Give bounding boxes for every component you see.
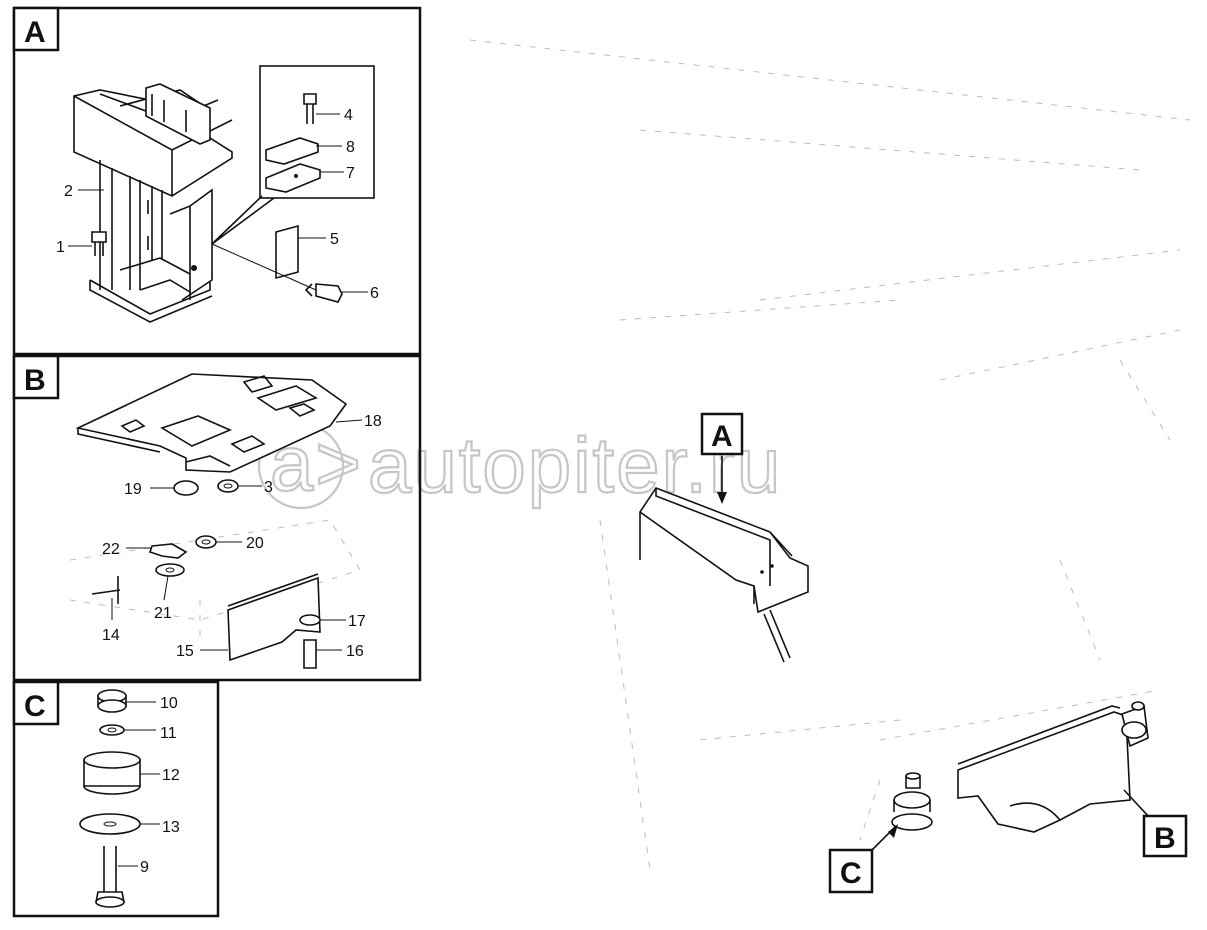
bolt-9-drawing	[95, 846, 125, 908]
part-label-6: 6	[370, 285, 379, 302]
cap-19-drawing	[173, 480, 199, 496]
part-label-8: 8	[346, 139, 355, 156]
bracket-14-drawing	[91, 576, 121, 604]
overview-faint-outline	[469, 39, 1191, 871]
overview-console-drawing	[638, 487, 809, 663]
part-label-5: 5	[330, 231, 339, 248]
console-assembly-drawing	[73, 83, 233, 323]
screw-6-drawing	[315, 283, 343, 303]
clip-22-drawing	[148, 543, 188, 559]
part-label-11: 11	[160, 725, 177, 742]
part-label-3: 3	[264, 479, 273, 496]
overview-letter-c-box	[828, 848, 874, 894]
vehicle-overview: A B C	[638, 412, 1188, 894]
washer-13-drawing	[79, 813, 141, 835]
part-label-17: 17	[348, 613, 366, 630]
panel-c-letter-box	[12, 680, 60, 726]
part-label-12: 12	[162, 767, 180, 784]
washer-3-drawing	[217, 479, 239, 493]
part-label-18: 18	[364, 413, 382, 430]
washer-17-drawing	[299, 614, 321, 626]
panel-b: B 18	[12, 354, 422, 682]
overview-letter-b-box	[1142, 814, 1188, 858]
panel-c-letter: C	[24, 690, 46, 723]
panel-a: A	[12, 6, 422, 356]
overview-mount-drawing	[891, 772, 933, 831]
bolt-4-drawing	[303, 93, 317, 124]
overview-letter-a-box	[700, 412, 744, 456]
part-label-2: 2	[64, 183, 73, 200]
part-label-7: 7	[346, 165, 355, 182]
panel-b-letter-box	[12, 354, 60, 400]
detail-leader	[211, 195, 275, 245]
plate-5-drawing	[275, 224, 299, 280]
part-label-14: 14	[102, 627, 120, 644]
overview-letter-c: C	[840, 857, 862, 890]
overview-letter-b: B	[1154, 822, 1176, 855]
bolt-1-drawing	[91, 231, 107, 256]
part-label-9: 9	[140, 859, 149, 876]
part-label-22: 22	[102, 541, 120, 558]
part-label-13: 13	[162, 819, 180, 836]
panel-a-letter: A	[24, 16, 46, 49]
part-label-15: 15	[176, 643, 194, 660]
part-label-4: 4	[344, 107, 353, 124]
overview-mudguard-drawing	[957, 701, 1149, 833]
panel-b-letter: B	[24, 364, 46, 397]
floor-mat-18-drawing	[75, 373, 348, 473]
bracket-8-drawing	[265, 137, 319, 165]
part-label-1: 1	[56, 239, 65, 256]
overview-letter-a: A	[711, 420, 733, 453]
bolt-16-drawing	[303, 639, 317, 669]
washer-21-drawing	[155, 563, 185, 577]
part-label-19: 19	[124, 481, 142, 498]
part-label-21: 21	[154, 605, 172, 622]
part-label-10: 10	[160, 695, 178, 712]
part-label-16: 16	[346, 643, 364, 660]
panel-c: C 10 11 12 13	[12, 680, 220, 918]
detail-inset-box	[259, 65, 375, 199]
rubber-mount-12-drawing	[83, 751, 141, 795]
panel-a-letter-box	[12, 6, 60, 52]
washer-20-drawing	[195, 535, 217, 549]
mudguard-15-drawing	[227, 576, 321, 662]
part-label-20: 20	[246, 535, 264, 552]
plate-7-drawing	[265, 163, 321, 193]
cap-10-drawing	[97, 689, 127, 713]
washer-11-drawing	[99, 724, 125, 736]
